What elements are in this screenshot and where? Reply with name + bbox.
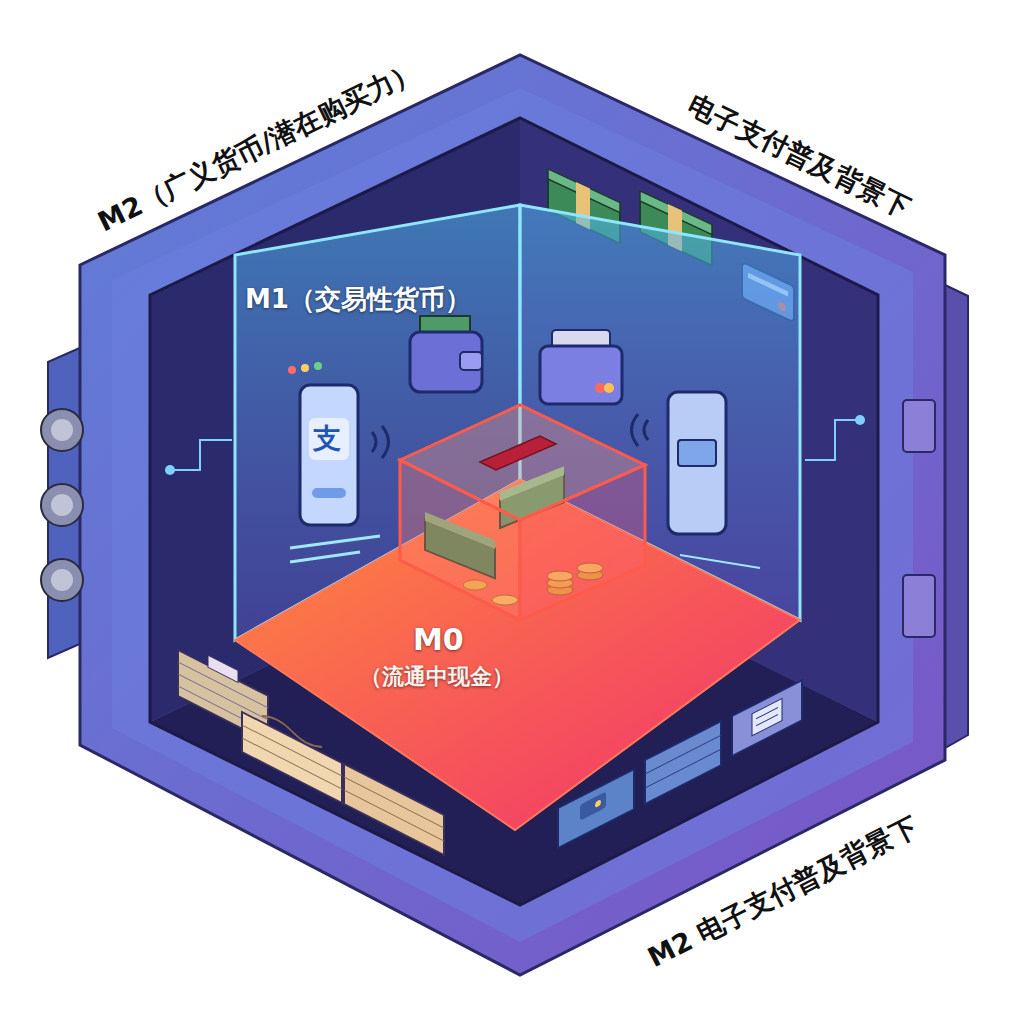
glass-box-m1-art-part — [235, 205, 800, 640]
vault-m2-art-part — [344, 790, 444, 841]
vault-m2-art-part — [51, 419, 73, 441]
vault-m2-art-part — [170, 440, 232, 470]
glass-box-m1-art-part — [288, 366, 296, 374]
vault-m2-art-part — [344, 764, 444, 855]
vault-m2-art-part — [645, 721, 721, 804]
cash-floor-m0-art-part — [480, 436, 556, 470]
cash-floor-m0-art-part — [400, 405, 645, 520]
glass-box-m1-art-part — [604, 383, 614, 393]
glass-box-m1-art-part — [300, 385, 358, 525]
glass-box-m1-art-part — [410, 332, 482, 392]
vault-m2-art-part — [242, 738, 342, 789]
glass-box-m1-art-part — [309, 418, 349, 460]
vault-m2-art-part — [805, 420, 860, 460]
vault-m2-art-part — [756, 715, 778, 726]
cash-floor-m0-art-part — [235, 405, 800, 830]
vault-m2-art-part — [150, 118, 878, 905]
glass-box-m1-art-part — [632, 414, 649, 446]
vault-m2-art-part — [80, 55, 945, 975]
vault-m2-art-part — [344, 764, 444, 855]
cash-floor-m0: M0 （流通中现金） — [235, 400, 805, 835]
vault-m2-art-part — [595, 799, 601, 808]
m1-title: M1（交易性货币） — [245, 284, 471, 315]
vault-m2-art-part — [41, 484, 83, 526]
glass-box-m1-art-part — [290, 536, 380, 548]
vault-m2-art-part — [208, 655, 238, 682]
vault-m2-art-part — [732, 680, 802, 756]
vault-m2-art-part — [732, 680, 802, 756]
glass-box-m1-art-part — [290, 552, 360, 562]
m0-title: M0 — [413, 622, 464, 658]
vault-m2-art-part — [165, 465, 175, 475]
glass-box-m1-art-part — [372, 426, 389, 458]
glass-box-m1-art-part — [595, 383, 605, 393]
vault-m2-art-part — [752, 699, 782, 736]
vault-m2-art-part — [756, 708, 778, 719]
vault-m2-art-part — [344, 777, 444, 828]
glass-box-m1-art-part — [312, 488, 346, 498]
glass-box-m1: M1（交易性货币） M0 （流通中现金） — [225, 195, 810, 840]
vault-m2-art-part — [41, 55, 968, 975]
vault-m2-art-part — [242, 702, 342, 803]
glass-box-m1-art-part — [678, 440, 716, 466]
pay-app-icon: 支 — [313, 422, 341, 456]
vault-m2-art-part — [178, 674, 268, 720]
glass-box-m1-art-part — [301, 364, 309, 372]
vault-m2-art-part — [903, 400, 935, 452]
glass-box-m1-art-part — [460, 352, 482, 370]
glass-box-m1-art-part — [540, 346, 622, 404]
vault-m2-art-part — [242, 725, 342, 776]
vault-m2-art-part — [242, 712, 342, 803]
vault-m2-art-part — [51, 494, 73, 516]
vault-m2-art-part — [903, 575, 935, 637]
vault-m2-art-part — [645, 749, 721, 788]
m0-subtitle: （流通中现金） — [360, 664, 514, 690]
vault-m2-art-part — [41, 559, 83, 601]
vault-m2-art-part — [112, 88, 913, 942]
vault-m2-art-part — [855, 415, 865, 425]
vault-m2-art-part — [262, 712, 322, 751]
vault-m2-art-part — [41, 409, 83, 451]
glass-box-m1-art-part — [668, 392, 726, 534]
cash-floor-m0-art — [235, 400, 805, 835]
vault-m2-art-part — [645, 721, 721, 804]
glass-box-m1-art-part — [314, 362, 322, 370]
vault-m2-art-part — [51, 569, 73, 591]
vault-m2-art-part — [580, 792, 606, 821]
vault-m2-art-part — [945, 285, 968, 748]
